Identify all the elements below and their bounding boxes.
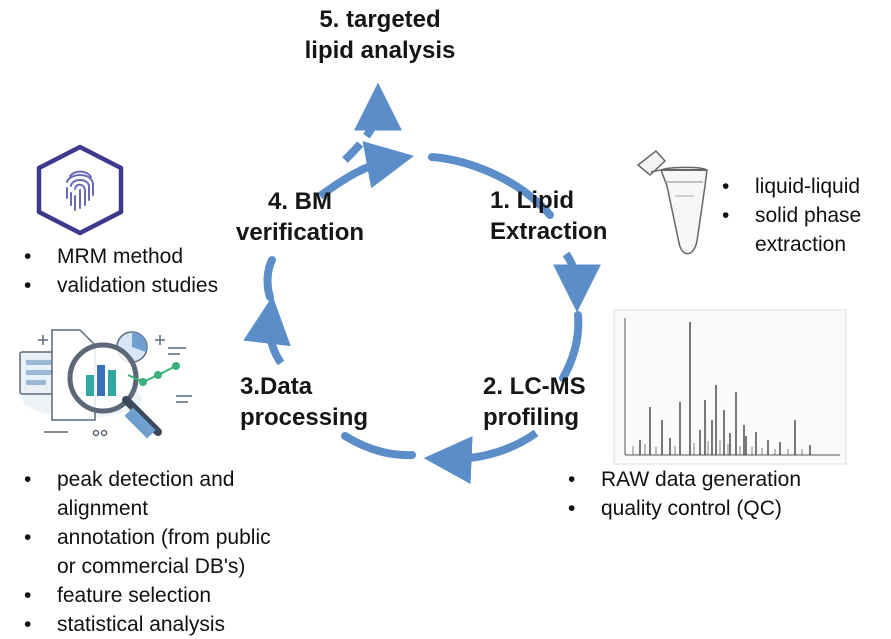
arrow-extraction-to-profiling xyxy=(552,251,601,313)
step-2-line-2: profiling xyxy=(483,404,579,431)
mass-spectrum-image xyxy=(613,309,847,465)
list-item: solid phase xyxy=(722,201,861,230)
list-item: feature selection xyxy=(24,581,271,610)
step-1-line-1: 1. Lipid xyxy=(490,187,574,214)
profiling-bullet-list: RAW data generation quality control (QC) xyxy=(568,465,801,523)
step-4-title: 4. BM verification xyxy=(225,186,375,248)
list-item: extraction xyxy=(755,233,847,256)
list-item: or commercial DB's) xyxy=(57,555,246,578)
list-item: statistical analysis xyxy=(24,610,271,639)
fingerprint-badge-icon xyxy=(36,144,124,236)
arrow-verification-to-extraction xyxy=(428,153,554,219)
list-item: liquid-liquid xyxy=(722,172,861,201)
list-item: annotation (from public xyxy=(24,523,271,552)
list-item: validation studies xyxy=(24,271,218,300)
arrow-verification-left-arc xyxy=(263,256,276,301)
step-3-line-2: processing xyxy=(240,404,369,431)
step-1-line-2: Extraction xyxy=(490,218,608,245)
step-1-title: 1. Lipid Extraction xyxy=(490,185,607,247)
arrow-processing-arc xyxy=(341,432,416,460)
step-4-line-1: 4. BM xyxy=(267,188,332,215)
list-item: RAW data generation xyxy=(568,465,801,494)
list-item: MRM method xyxy=(24,242,218,271)
step-5-line-2: lipid analysis xyxy=(304,37,456,64)
arrow-processing-to-verification xyxy=(243,295,291,366)
step-5-title: 5. targeted lipid analysis xyxy=(290,4,470,66)
processing-bullet-list: peak detection and alignment annotation … xyxy=(24,465,271,639)
data-analysis-illustration xyxy=(19,329,192,439)
dashed-arrow-to-targeted-analysis xyxy=(342,82,402,163)
step-2-line-1: 2. LC-MS xyxy=(483,373,586,400)
list-item: peak detection and xyxy=(24,465,271,494)
arrow-verification-to-top xyxy=(317,141,415,200)
step-3-line-1: 3.Data xyxy=(240,373,313,400)
step-3-title: 3.Data processing xyxy=(240,371,368,433)
verification-bullet-list: MRM method validation studies xyxy=(24,242,218,300)
step-5-line-1: 5. targeted xyxy=(319,6,441,33)
list-item: quality control (QC) xyxy=(568,494,801,523)
list-item: alignment xyxy=(57,497,149,520)
extraction-bullet-list: liquid-liquid solid phase extraction xyxy=(722,172,861,259)
microcentrifuge-tube-icon xyxy=(636,149,708,255)
step-2-title: 2. LC-MS profiling xyxy=(483,371,586,433)
arrow-profiling-to-processing-lower xyxy=(423,429,539,485)
step-4-line-2: verification xyxy=(235,219,365,246)
arrow-profiling-to-processing xyxy=(559,311,583,382)
